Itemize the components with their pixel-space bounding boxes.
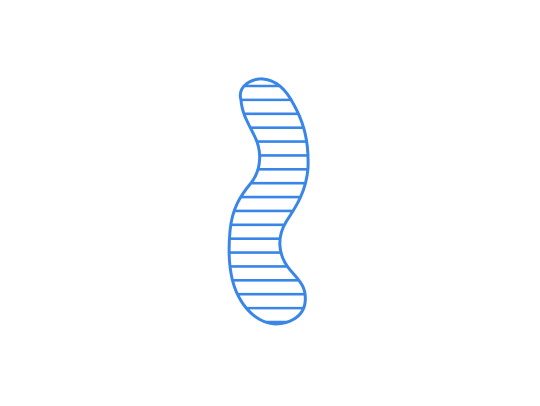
stripe-group (229, 84, 309, 324)
curve-outline (227, 77, 310, 326)
